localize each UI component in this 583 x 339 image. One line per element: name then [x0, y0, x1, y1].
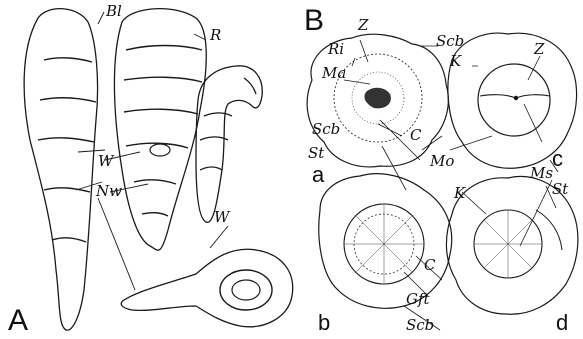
label-ma: Ma: [321, 64, 346, 82]
subpanel-label-b: b: [318, 310, 330, 335]
label-k-top: K: [449, 52, 462, 70]
label-scb-mid: Scb: [312, 120, 340, 138]
label-ri: Ri: [327, 40, 344, 58]
label-nw: Nw: [95, 182, 122, 200]
label-scb-bottom: Scb: [406, 316, 434, 334]
label-r: R: [209, 26, 221, 44]
label-st-left: St: [308, 144, 325, 162]
subpanel-label-c: c: [552, 146, 563, 171]
label-k-bottom: K: [453, 184, 466, 202]
label-bl: Bl: [105, 2, 122, 20]
label-z-right: Z: [533, 40, 545, 58]
label-scb-top: Scb: [436, 32, 464, 50]
label-w-upper: W: [98, 152, 115, 170]
subpanel-label-a: a: [312, 162, 325, 187]
label-st-right: St: [552, 180, 569, 198]
label-c-top: C: [410, 126, 422, 144]
label-gft: Gft: [406, 290, 431, 308]
subpanel-label-d: d: [556, 310, 568, 335]
label-ms: Ms: [529, 164, 553, 182]
specimen-horizontal-bottom: [121, 249, 292, 327]
specimen-curved-right: [196, 66, 262, 223]
label-mo: Mo: [429, 152, 454, 170]
panel-label-b: B: [304, 4, 324, 37]
section-b: [319, 174, 452, 309]
label-w-lower: W: [214, 208, 231, 226]
panel-a-labels: Bl R W Nw W A: [8, 2, 231, 337]
label-c-bottom: C: [424, 256, 436, 274]
label-z-top: Z: [357, 16, 369, 34]
panel-a-specimens: [24, 9, 293, 331]
specimen-tall-left: [24, 9, 97, 331]
panel-label-a: A: [8, 304, 28, 337]
